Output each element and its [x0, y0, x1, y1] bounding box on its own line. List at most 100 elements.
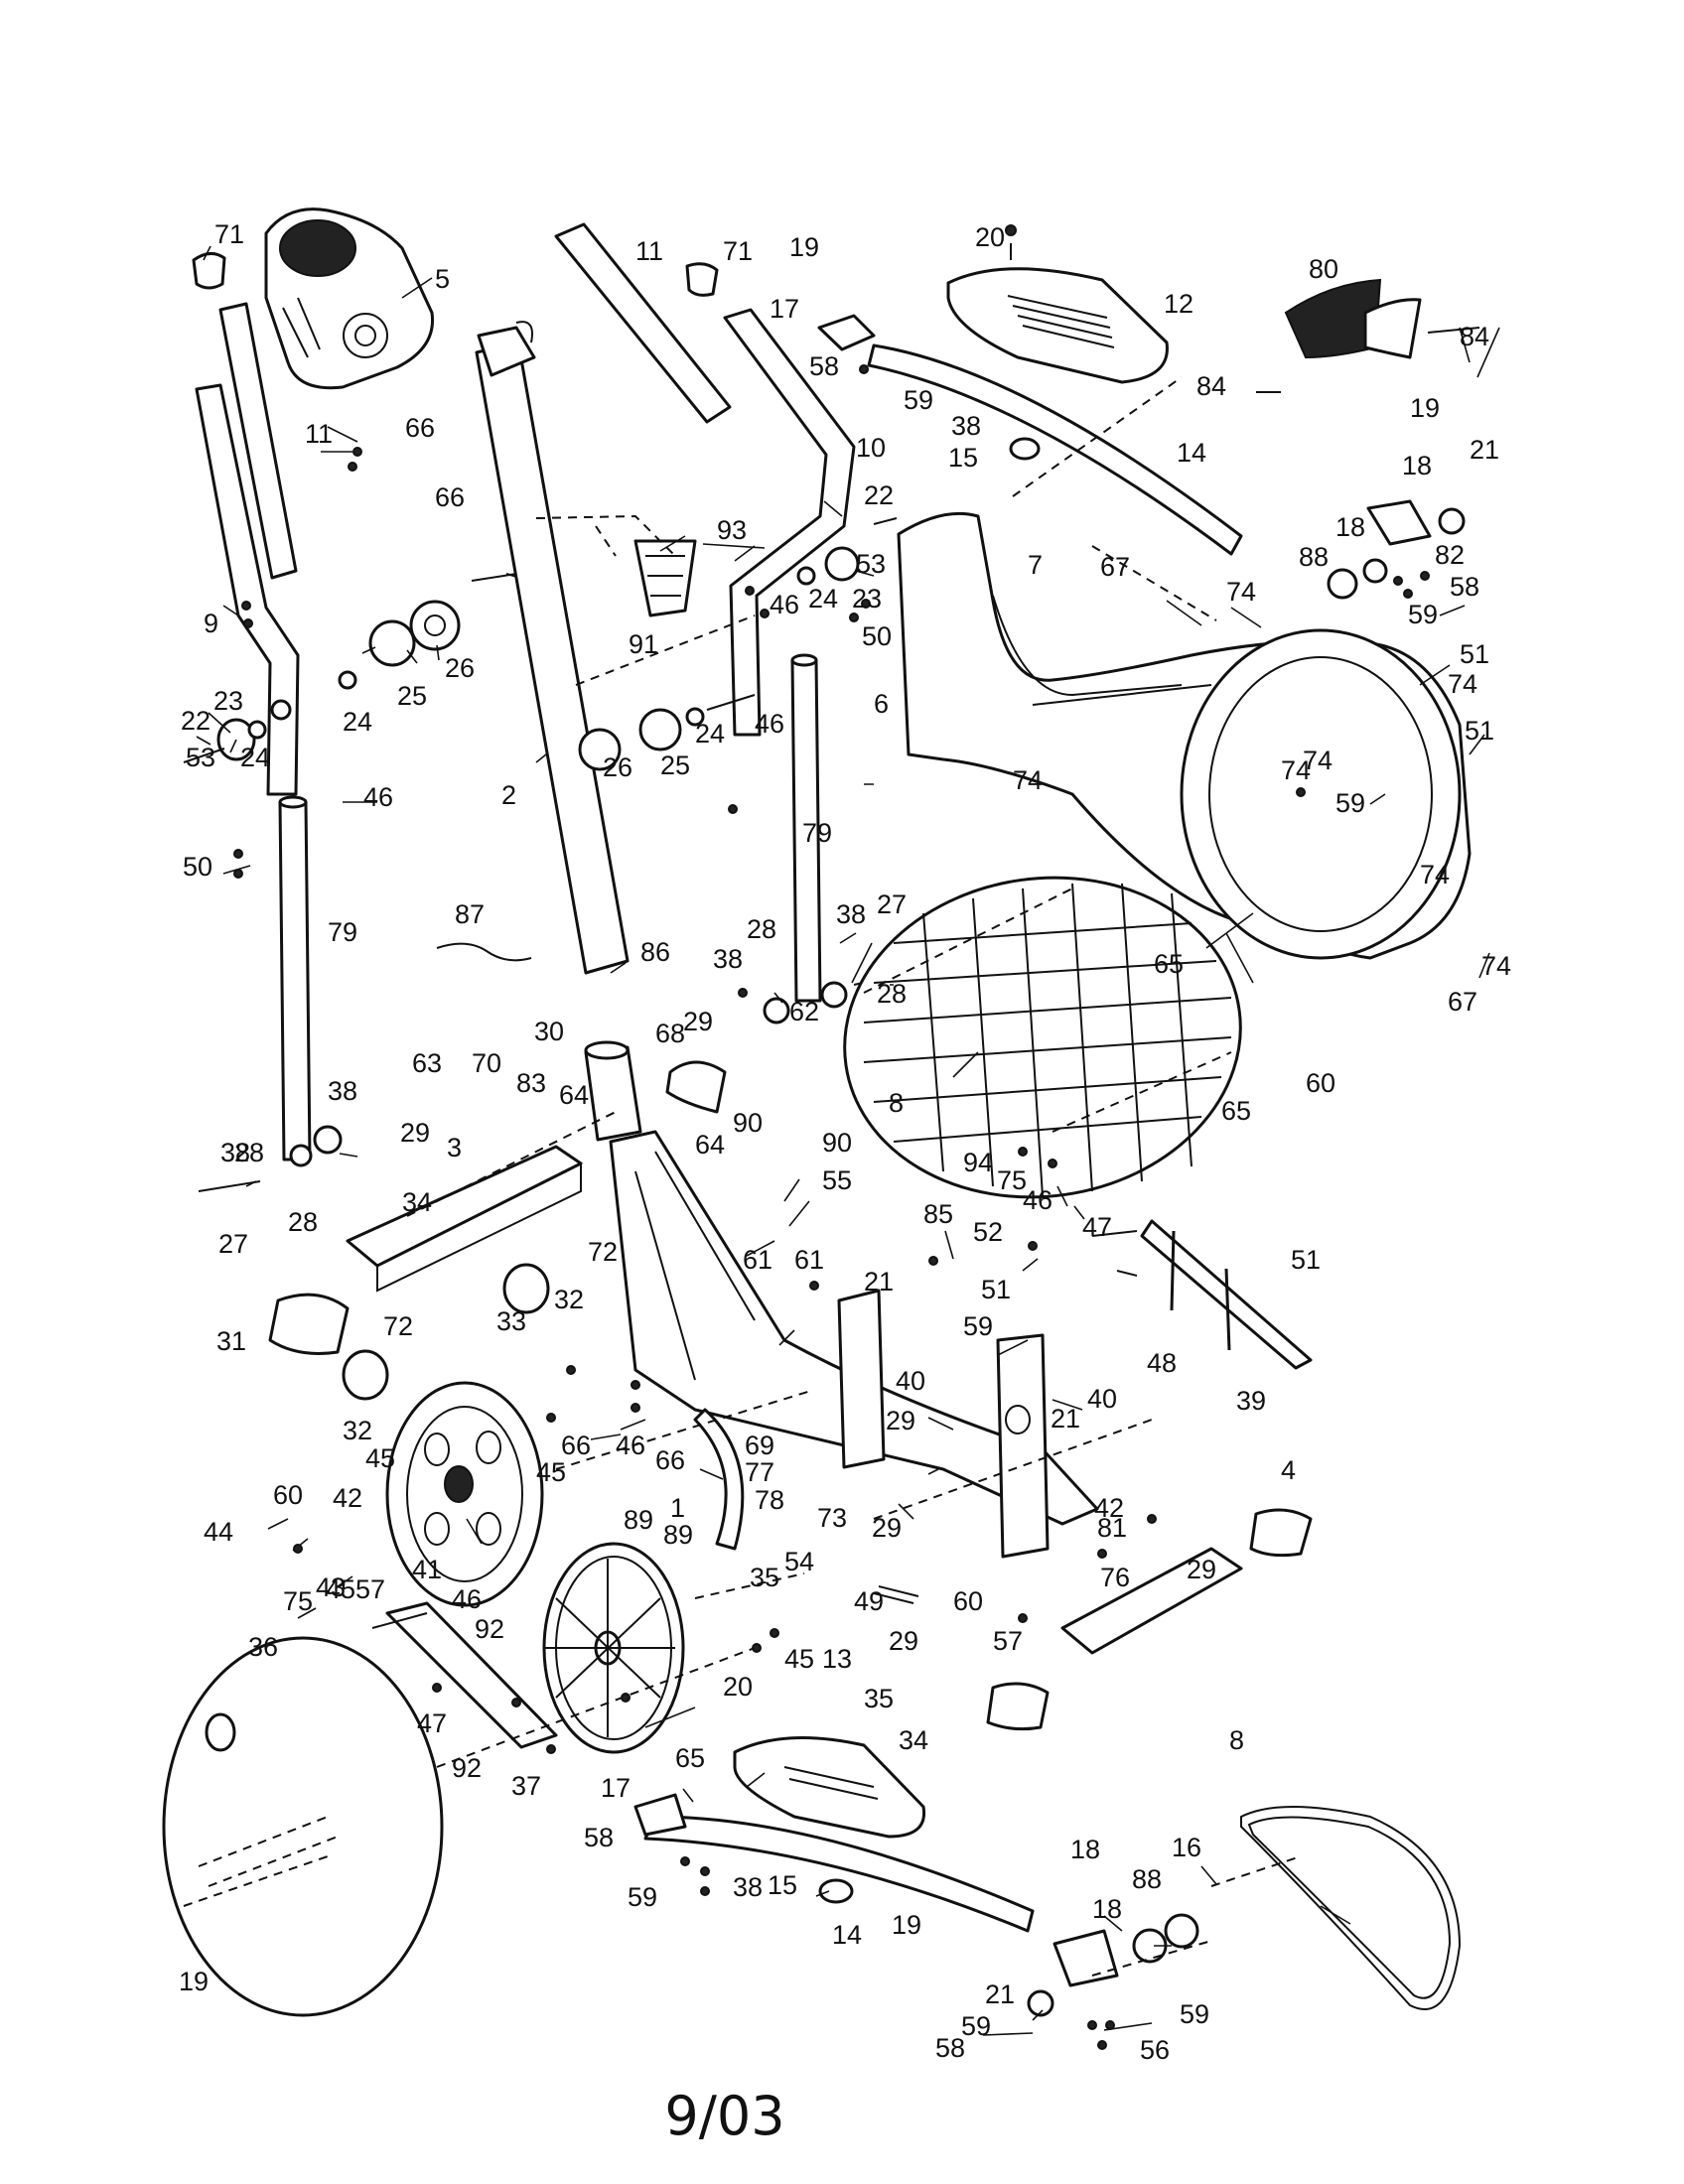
callout: 50 [183, 852, 212, 882]
callout: 67 [1448, 987, 1477, 1017]
callout: 55 [822, 1165, 852, 1195]
pedal-arm-top [867, 343, 1243, 556]
callout: 35 [750, 1563, 779, 1592]
callout: 26 [445, 653, 475, 683]
callout: 61 [794, 1245, 824, 1275]
callout-labels: 71 5 66 66 11 9 23 22 53 24 24 25 26 46 … [179, 219, 1511, 2065]
pedal-arm-bottom [643, 1815, 1035, 1933]
callout: 19 [789, 232, 819, 262]
callout: 31 [216, 1326, 246, 1356]
callout: 1 [670, 1493, 685, 1523]
console-part [264, 207, 435, 390]
callout: 21 [1470, 435, 1499, 465]
callout: 72 [588, 1237, 618, 1267]
tube-part [584, 1045, 642, 1142]
callout: 92 [452, 1753, 482, 1783]
callout: 44 [204, 1517, 233, 1547]
callout: 24 [343, 707, 372, 737]
callout: 23 [213, 686, 243, 716]
callout: 66 [561, 1431, 591, 1460]
callout: 46 [1023, 1185, 1052, 1215]
callout: 94 [963, 1148, 993, 1177]
callout: 42 [333, 1483, 362, 1513]
main-post-part [475, 341, 630, 975]
callout: 79 [802, 818, 832, 848]
callout: 39 [1236, 1386, 1266, 1416]
callout: 17 [770, 294, 799, 324]
callout: 84 [1460, 322, 1489, 351]
callout: 59 [1180, 1999, 1209, 2029]
callout: 34 [402, 1187, 432, 1217]
callout: 24 [240, 743, 270, 772]
callout: 74 [1420, 860, 1450, 889]
callout: 52 [973, 1217, 1003, 1247]
callout: 38 [328, 1076, 357, 1106]
callout: 5 [435, 264, 450, 294]
callout: 72 [383, 1311, 413, 1341]
callout: 24 [695, 719, 725, 749]
callout: 77 [745, 1457, 774, 1487]
hardware-dots [233, 224, 1430, 2050]
right-arm-part [723, 308, 856, 737]
callout: 90 [733, 1108, 763, 1138]
callout: 50 [862, 621, 892, 651]
callout: 41 [412, 1555, 442, 1584]
callout: 87 [455, 899, 485, 929]
callout: 53 [856, 549, 886, 579]
callout: 18 [1335, 512, 1365, 542]
callout: 18 [1092, 1894, 1122, 1924]
callout: 28 [877, 979, 907, 1009]
callout: 66 [655, 1445, 685, 1475]
callout: 65 [1154, 949, 1184, 979]
callout: 74 [1226, 577, 1256, 607]
callout: 15 [768, 1870, 797, 1900]
callout: 7 [1028, 550, 1043, 580]
callout: 25 [660, 751, 690, 780]
callout: 46 [363, 782, 393, 812]
callout: 27 [218, 1229, 248, 1259]
callout: 65 [1221, 1096, 1251, 1126]
callout: 2 [501, 780, 516, 810]
callout: 46 [770, 590, 799, 619]
callout: 81 [1097, 1513, 1127, 1543]
callout: 36 [248, 1632, 278, 1662]
callout: 26 [603, 752, 632, 782]
callout: 83 [516, 1068, 546, 1098]
callout: 75 [997, 1165, 1027, 1195]
callout: 19 [892, 1910, 921, 1940]
callout: 18 [1070, 1835, 1100, 1864]
callout: 29 [400, 1118, 430, 1148]
callout: 43 [316, 1572, 346, 1602]
callout: 45 [536, 1457, 566, 1487]
callout: 20 [723, 1672, 753, 1702]
frame-part [609, 1130, 1099, 1526]
callout: 14 [832, 1920, 862, 1950]
callout: 11 [635, 236, 663, 266]
callout: 66 [405, 413, 435, 443]
callout: 15 [948, 443, 978, 473]
callout: 48 [1147, 1348, 1177, 1378]
callout: 64 [559, 1080, 589, 1110]
callout: 74 [1281, 755, 1311, 785]
callout: 59 [904, 385, 933, 415]
callout: 68 [655, 1019, 685, 1048]
callout: 57 [355, 1574, 385, 1604]
callout: 82 [1435, 540, 1465, 570]
callout: 66 [435, 482, 465, 512]
callout: 73 [817, 1503, 847, 1533]
callout: 65 [675, 1743, 705, 1773]
callout: 8 [1229, 1725, 1244, 1755]
callout: 88 [1299, 542, 1329, 572]
callout: 21 [1051, 1404, 1080, 1433]
left-tube-part [278, 800, 312, 1161]
callout: 49 [854, 1586, 884, 1616]
callout: 74 [1303, 746, 1333, 775]
callout: 60 [1306, 1068, 1335, 1098]
callout: 45 [365, 1443, 395, 1473]
callout: 63 [412, 1048, 442, 1078]
callout: 51 [981, 1275, 1011, 1304]
callout: 35 [864, 1684, 894, 1713]
callout: 60 [953, 1586, 983, 1616]
callout: 38 [713, 944, 743, 974]
belt-part [1240, 1806, 1462, 2010]
